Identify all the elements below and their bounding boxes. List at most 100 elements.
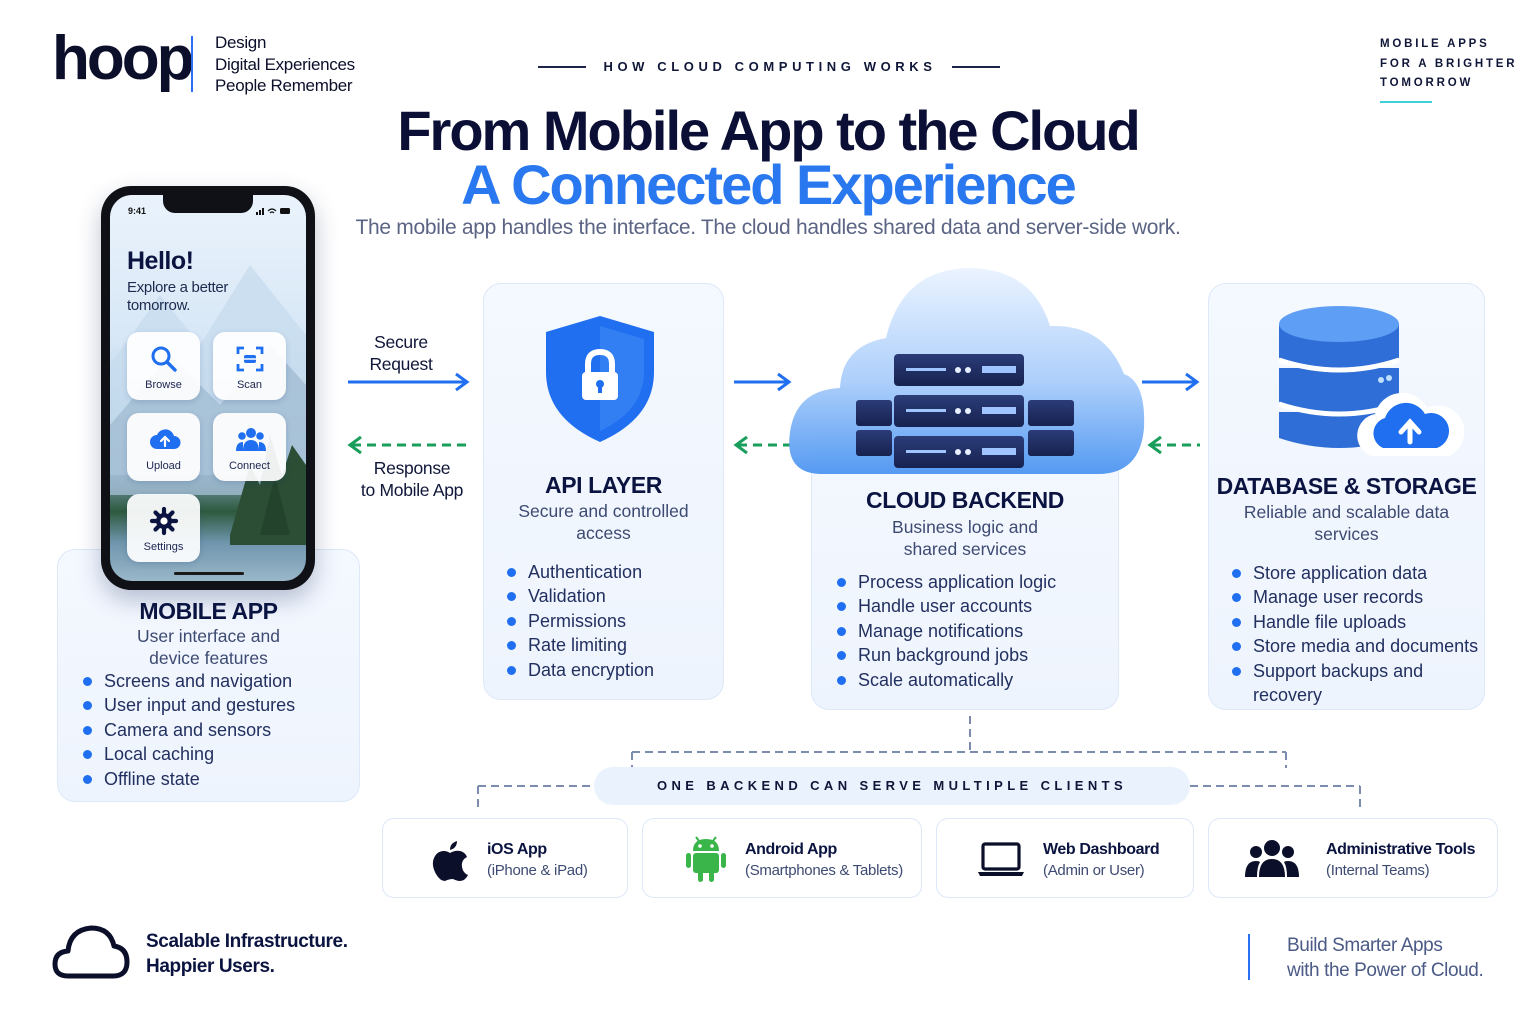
api-to-cloud-arrow bbox=[734, 372, 792, 392]
card-subtitle-line: Reliable and scalable data bbox=[1243, 502, 1450, 522]
status-time: 9:41 bbox=[128, 206, 147, 216]
card-subtitle-line: Secure and controlled bbox=[518, 501, 689, 521]
client-card-ios[interactable]: iOS App (iPhone & iPad) bbox=[382, 818, 628, 898]
client-card-android[interactable]: Android App (Smartphones & Tablets) bbox=[642, 818, 922, 898]
api-layer-card: API LAYER Secure and controlled access A… bbox=[483, 283, 724, 700]
bullet-item: Screens and navigation bbox=[80, 669, 295, 693]
tile-upload[interactable]: Upload bbox=[127, 413, 200, 481]
phone-tagline-line: tomorrow. bbox=[127, 297, 191, 314]
server-stack bbox=[856, 354, 1074, 468]
page-title-accent: A Connected Experience bbox=[461, 153, 1077, 216]
corner-accent-rule bbox=[1380, 101, 1432, 103]
bullet-item: Handle user accounts bbox=[834, 594, 1056, 618]
label-line: Response bbox=[373, 458, 451, 478]
shield-lock-icon bbox=[546, 316, 654, 442]
client-desc: (Smartphones & Tablets) bbox=[745, 862, 903, 879]
tile-label: Scan bbox=[236, 379, 263, 391]
bullet-item: Offline state bbox=[80, 767, 295, 791]
client-name: Administrative Tools bbox=[1326, 841, 1476, 858]
brand-tagline-line: Design bbox=[215, 33, 267, 52]
tile-connect[interactable]: Connect bbox=[213, 413, 286, 481]
footer-slogan-line: with the Power of Cloud. bbox=[1287, 960, 1484, 981]
bullet-item: Store application data bbox=[1229, 561, 1478, 585]
bullet-item: Permissions bbox=[504, 609, 654, 633]
label-line: Secure bbox=[374, 332, 428, 352]
footer-tagline-line: Scalable Infrastructure. bbox=[146, 931, 348, 952]
laptop-icon bbox=[978, 842, 1024, 876]
cloud-servers-illustration bbox=[789, 268, 1145, 474]
bullet-item: Data encryption bbox=[504, 658, 654, 682]
footer-slogan: Build Smarter Apps with the Power of Clo… bbox=[1287, 933, 1484, 983]
phone-tagline: Explore a better tomorrow. bbox=[127, 279, 228, 315]
gear-icon bbox=[149, 506, 179, 536]
corner-tag: MOBILE APPS FOR A BRIGHTER TOMORROW bbox=[1380, 35, 1517, 94]
cloud-outline-icon bbox=[52, 925, 130, 979]
client-name: Android App bbox=[745, 841, 837, 858]
card-title: MOBILE APP bbox=[139, 598, 278, 624]
phone-screen: 9:41 Hello! Explore a better tomorrow. B… bbox=[110, 195, 306, 581]
cloud-to-api-arrow bbox=[733, 435, 790, 455]
client-card-admin[interactable]: Administrative Tools (Internal Teams) bbox=[1208, 818, 1498, 898]
cloud-backend-card: CLOUD BACKEND Business logic and shared … bbox=[811, 438, 1119, 710]
home-indicator bbox=[174, 572, 244, 575]
clients-banner: ONE BACKEND CAN SERVE MULTIPLE CLIENTS bbox=[594, 767, 1190, 805]
database-card: DATABASE & STORAGE Reliable and scalable… bbox=[1208, 283, 1485, 710]
client-card-web[interactable]: Web Dashboard (Admin or User) bbox=[936, 818, 1194, 898]
apple-icon bbox=[432, 841, 468, 881]
tile-label: Browse bbox=[145, 379, 182, 391]
card-subtitle: Secure and controlled access bbox=[484, 500, 723, 544]
brand-tagline: Design Digital Experiences People Rememb… bbox=[215, 32, 355, 97]
corner-tag-line: MOBILE APPS bbox=[1380, 38, 1490, 50]
card-subtitle-line: services bbox=[1314, 524, 1379, 544]
card-title: API LAYER bbox=[545, 472, 662, 498]
bullet-item-continuation: recovery bbox=[1253, 685, 1323, 706]
status-icons bbox=[256, 208, 290, 215]
card-title: DATABASE & STORAGE bbox=[1216, 473, 1477, 499]
tile-browse[interactable]: Browse bbox=[127, 332, 200, 400]
client-name: iOS App bbox=[487, 841, 547, 858]
bullet-item: Manage notifications bbox=[834, 619, 1056, 643]
brand-tagline-line: Digital Experiences bbox=[215, 54, 355, 74]
cloud-backend-bullets: Process application logic Handle user ac… bbox=[834, 570, 1056, 692]
bullet-item: Process application logic bbox=[834, 570, 1056, 594]
card-subtitle: User interface and device features bbox=[58, 625, 359, 669]
kicker-label: HOW CLOUD COMPUTING WORKS bbox=[603, 59, 937, 74]
brand-tagline-line: People Remember bbox=[215, 76, 353, 95]
bullet-item: Rate limiting bbox=[504, 633, 654, 657]
tile-label: Upload bbox=[146, 460, 181, 472]
bullet-item: Manage user records bbox=[1229, 585, 1478, 609]
card-subtitle-line: device features bbox=[149, 648, 268, 668]
tile-settings[interactable]: Settings bbox=[127, 494, 200, 562]
bullet-item: Support backups and bbox=[1229, 659, 1478, 683]
phone-tagline-line: Explore a better bbox=[127, 279, 229, 296]
client-desc: (Internal Teams) bbox=[1326, 862, 1430, 879]
client-connector-lines bbox=[477, 716, 1361, 812]
corner-tag-line: FOR A BRIGHTER bbox=[1380, 57, 1518, 70]
card-subtitle-line: shared services bbox=[903, 539, 1027, 559]
corner-tag-line: TOMORROW bbox=[1380, 77, 1474, 89]
bullet-item: Handle file uploads bbox=[1229, 610, 1478, 634]
card-title: CLOUD BACKEND bbox=[866, 487, 1064, 513]
request-arrow bbox=[348, 372, 470, 392]
footer-tagline: Scalable Infrastructure. Happier Users. bbox=[146, 929, 348, 979]
bullet-item: Validation bbox=[504, 584, 654, 608]
people-icon bbox=[236, 428, 266, 451]
footer-divider bbox=[1248, 934, 1250, 980]
card-subtitle: Business logic and shared services bbox=[812, 516, 1118, 560]
card-subtitle-line: User interface and bbox=[137, 626, 280, 646]
logo-divider bbox=[191, 36, 193, 92]
response-arrow bbox=[347, 435, 470, 455]
footer-slogan-line: Build Smarter Apps bbox=[1287, 935, 1443, 956]
label-line: to Mobile App bbox=[360, 479, 464, 500]
tile-label: Connect bbox=[229, 460, 270, 472]
brand-logo: hoop bbox=[52, 24, 194, 93]
bullet-item: User input and gestures bbox=[80, 693, 295, 717]
card-subtitle-line: Business logic and bbox=[892, 517, 1038, 537]
footer-tagline-line: Happier Users. bbox=[146, 956, 275, 977]
tile-scan[interactable]: Scan bbox=[213, 332, 286, 400]
database-icon bbox=[1278, 306, 1465, 456]
phone-mockup: 9:41 Hello! Explore a better tomorrow. B… bbox=[101, 186, 315, 590]
cloud-to-db-arrow bbox=[1142, 372, 1200, 392]
search-icon bbox=[151, 346, 177, 372]
page-subtitle: The mobile app handles the interface. Th… bbox=[355, 216, 1181, 239]
